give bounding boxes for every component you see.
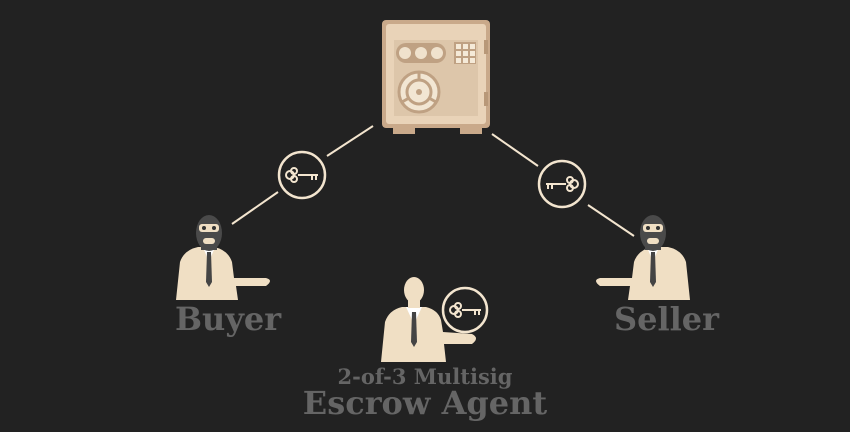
connector-safe-to-buyer-key	[326, 125, 374, 157]
connector-seller-key-to-seller	[587, 204, 635, 237]
connector-safe-to-seller-key	[491, 133, 539, 167]
seller-label: Seller	[614, 300, 719, 338]
buyer-key-icon	[277, 150, 327, 200]
buyer-label: Buyer	[175, 300, 282, 338]
seller-key-icon	[537, 159, 587, 209]
seller-masked-person-icon	[596, 215, 690, 300]
escrow-agent-label: Escrow Agent	[302, 384, 548, 422]
buyer-masked-person-icon	[176, 215, 270, 300]
escrow-agent-businessman-icon	[381, 277, 476, 362]
escrow-key-icon	[441, 286, 489, 334]
safe-icon	[382, 20, 490, 134]
connector-buyer-key-to-buyer	[231, 191, 279, 225]
escrow-subtitle: 2-of-3 Multisig	[337, 364, 513, 389]
